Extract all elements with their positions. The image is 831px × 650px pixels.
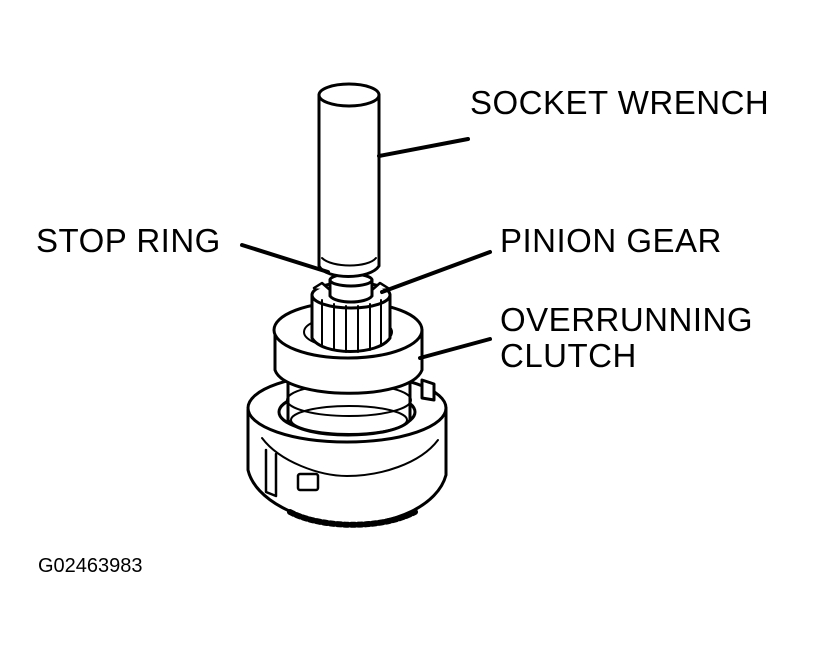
stop-ring bbox=[328, 272, 374, 304]
overrunning-clutch-label-line2: CLUTCH bbox=[500, 337, 637, 374]
leader-lines bbox=[240, 137, 492, 360]
pinion-gear-leader bbox=[380, 250, 492, 294]
overrunning-clutch-leader bbox=[418, 337, 492, 360]
pinion-gear-label: PINION GEAR bbox=[500, 222, 722, 259]
stop-ring-label: STOP RING bbox=[36, 222, 221, 259]
clutch-neck bbox=[286, 378, 412, 437]
socket-wrench-leader bbox=[377, 137, 470, 158]
figure-id: G02463983 bbox=[38, 555, 143, 577]
socket-wrench bbox=[317, 82, 381, 278]
overrunning-clutch-label-line1: OVERRUNNING bbox=[500, 301, 754, 338]
socket-wrench-label: SOCKET WRENCH bbox=[470, 84, 770, 121]
stop-ring-leader bbox=[240, 243, 330, 274]
